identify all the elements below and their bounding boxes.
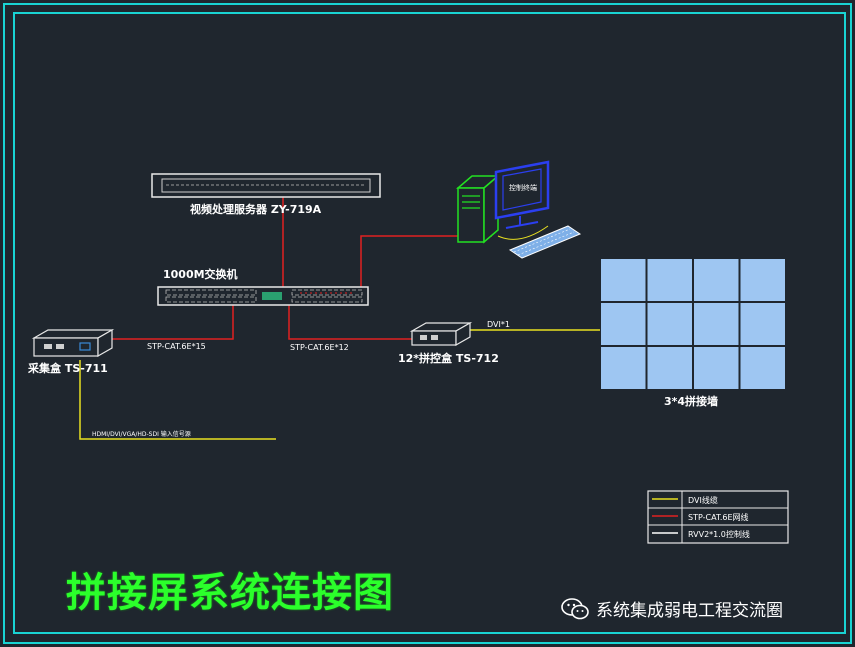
wall-tile	[740, 303, 785, 345]
network-switch	[157, 286, 369, 306]
wire-switch-pc	[360, 235, 492, 288]
wall-tile	[694, 259, 739, 301]
wires	[79, 196, 602, 440]
decoder-label: 12*拼控盒 TS-712	[398, 351, 499, 365]
wall-tile	[694, 303, 739, 345]
dvi-link-label: DVI*1	[487, 320, 510, 329]
diagram-title: 拼接屏系统连接图	[66, 570, 394, 616]
signal-source-label: HDMI/DVI/VGA/HD-SDI 输入信号源	[92, 430, 191, 438]
wall-tile	[601, 303, 646, 345]
legend: DVI线缆 STP-CAT.6E网线 RVV2*1.0控制线	[647, 490, 789, 544]
drawing-frame-inner	[13, 12, 846, 634]
wall-tile	[647, 347, 692, 389]
encoder-link-label: STP-CAT.6E*15	[147, 342, 206, 351]
watermark: 系统集成弱电工程交流圈	[560, 596, 783, 621]
legend-label-rvv: RVV2*1.0控制线	[688, 529, 750, 539]
wall-tile	[647, 259, 692, 301]
wire-switch-encoder	[108, 305, 234, 340]
server-label: 视频处理服务器 ZY-719A	[190, 202, 322, 216]
encoder-box	[31, 328, 115, 358]
watermark-text: 系统集成弱电工程交流圈	[596, 601, 783, 621]
pc-workstation: 控制终端	[455, 160, 582, 259]
wire-switch-decoder	[288, 305, 412, 340]
wall-tile	[740, 347, 785, 389]
encoder-label: 采集盒 TS-711	[27, 361, 108, 375]
decoder-link-label: STP-CAT.6E*12	[290, 343, 349, 352]
video-server	[151, 173, 381, 198]
wall-tile	[601, 347, 646, 389]
legend-label-dvi: DVI线缆	[688, 495, 718, 505]
wall-tile	[601, 259, 646, 301]
legend-label-stp: STP-CAT.6E网线	[688, 512, 749, 522]
wall-tile	[694, 347, 739, 389]
switch-label: 1000M交换机	[163, 267, 238, 281]
decoder-box	[409, 321, 473, 347]
wechat-icon	[561, 597, 589, 619]
svg-text:控制终端: 控制终端	[509, 183, 537, 192]
video-wall	[600, 258, 787, 391]
wall-tile	[647, 303, 692, 345]
wall-label: 3*4拼接墙	[664, 394, 718, 408]
wall-tile	[740, 259, 785, 301]
wire-signal-source	[79, 360, 276, 440]
drawing-frame-outer	[3, 3, 852, 644]
